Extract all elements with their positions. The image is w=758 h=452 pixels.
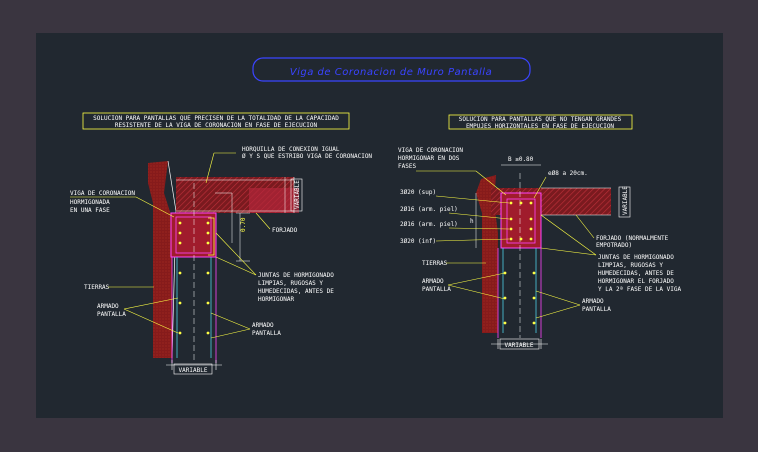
left-armado-right-label2: PANTALLA xyxy=(252,330,281,337)
right-width-label: B ≥0.80 xyxy=(508,156,534,163)
left-viga-label1: VIGA DE CORONACION xyxy=(70,190,135,197)
right-viga-label2: HORMIGONAR EN DOS xyxy=(398,155,460,162)
left-forjado-label: FORJADO xyxy=(272,227,298,234)
left-tierras-label: TIERRAS xyxy=(84,284,110,291)
right-variable-side: VARIABLE xyxy=(622,186,629,215)
drawing-canvas: Viga de Coronacion de Muro Pantalla SOLU… xyxy=(36,33,723,418)
right-bar-piel2: 2Ø16 (arm. piel) xyxy=(400,221,458,228)
right-juntas-label2: LIMPIAS, RUGOSAS Y xyxy=(598,262,663,269)
left-armado-label1: ARMADO xyxy=(97,303,119,310)
left-juntas-label2: LIMPIAS, RUGOSAS Y xyxy=(258,280,323,287)
left-juntas-label1: JUNTAS DE HORMIGONADO xyxy=(258,272,334,279)
right-bar-piel1: 2Ø16 (arm. piel) xyxy=(400,206,458,213)
left-juntas-label4: HORMIGONAR xyxy=(258,296,295,303)
left-detail: SOLUCION PARA PANTALLAS QUE PRECISEN DE … xyxy=(70,112,372,375)
left-dim-070: 0.70 xyxy=(240,217,247,232)
left-heading-frame xyxy=(82,112,350,130)
right-variable-bottom: VARIABLE xyxy=(505,342,534,349)
right-juntas-label4: HORMIGONAR EL FORJADO xyxy=(598,278,674,285)
left-heading-line1: SOLUCION PARA PANTALLAS QUE PRECISEN DE … xyxy=(93,115,339,122)
right-tierras-label: TIERRAS xyxy=(422,260,448,267)
left-variable-bottom: VARIABLE xyxy=(179,367,208,374)
drawing-title: Viga de Coronacion de Muro Pantalla xyxy=(290,67,492,78)
right-armado-right-label2: PANTALLA xyxy=(582,306,611,313)
left-horquilla-label1: HORQUILLA DE CONEXION IGUAL xyxy=(242,146,340,153)
left-heading-line2: RESISTENTE DE LA VIGA DE CORONACION EN F… xyxy=(115,122,318,129)
right-estribo-label: eØ8 a 20cm. xyxy=(548,170,588,177)
right-dim-h: h xyxy=(470,218,474,225)
right-forjado-label2: EMPOTRADO) xyxy=(596,242,632,249)
right-forjado-label1: FORJADO (NORMALMENTE xyxy=(596,235,669,242)
right-juntas-label3: HUMEDECIDAS, ANTES DE xyxy=(598,270,674,277)
right-armado-label1: ARMADO xyxy=(422,278,444,285)
right-heading-line1: SOLUCION PARA PANTALLAS QUE NO TENGAN GR… xyxy=(459,116,622,123)
right-bar-top: 3Ø20 (sup) xyxy=(400,189,436,196)
right-heading-frame xyxy=(448,114,633,130)
left-armado-right-label1: ARMADO xyxy=(252,322,274,329)
title-frame xyxy=(252,57,531,82)
left-viga-label3: EN UNA FASE xyxy=(70,207,110,214)
right-viga-label3: FASES xyxy=(398,163,416,170)
right-juntas-label1: JUNTAS DE HORMIGONADO xyxy=(598,254,674,261)
left-soil xyxy=(148,161,172,358)
cad-drawing: Viga de Coronacion de Muro Pantalla SOLU… xyxy=(70,57,681,375)
left-horquilla-label2: Ø Y S QUE ESTRIBO VIGA DE CORONACION xyxy=(242,153,372,160)
left-armado-label2: PANTALLA xyxy=(97,311,126,318)
left-viga-label2: HORMIGONADA xyxy=(70,199,110,206)
right-heading-line2: EMPUJES HORIZONTALES EN FASE DE EJECUCIO… xyxy=(466,123,614,130)
right-juntas-label5: Y LA 2ª FASE DE LA VIGA xyxy=(598,286,681,293)
left-slab xyxy=(249,188,299,213)
right-armado-label2: PANTALLA xyxy=(422,286,451,293)
right-viga-label1: VIGA DE CORONACION xyxy=(398,147,463,154)
right-bar-inf: 3Ø20 (inf) xyxy=(400,238,436,245)
left-variable-side: VARIABLE xyxy=(294,180,301,209)
left-juntas-label3: HUMEDECIDAS, ANTES DE xyxy=(258,288,334,295)
right-armado-right-label1: ARMADO xyxy=(582,298,604,305)
right-detail: SOLUCION PARA PANTALLAS QUE NO TENGAN GR… xyxy=(398,114,681,350)
left-beam-box xyxy=(170,212,217,258)
